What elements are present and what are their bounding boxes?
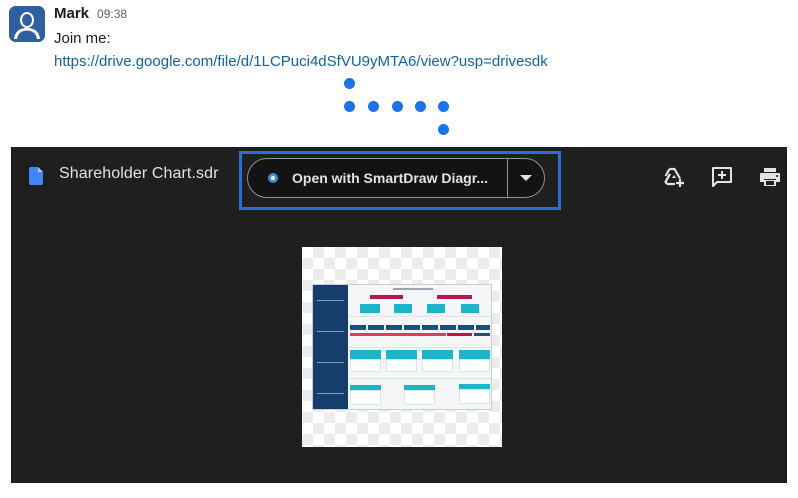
overlay-dot bbox=[392, 101, 403, 112]
message-text: Join me: bbox=[54, 30, 111, 47]
add-comment-icon[interactable] bbox=[710, 165, 734, 189]
open-with-split-button: Open with SmartDraw Diagr... bbox=[247, 158, 545, 198]
overlay-dot bbox=[368, 101, 379, 112]
smartdraw-app-icon bbox=[268, 173, 278, 183]
focus-highlight bbox=[239, 151, 561, 210]
add-to-drive-icon[interactable] bbox=[662, 165, 686, 189]
overlay-dot bbox=[344, 101, 355, 112]
overlay-dot bbox=[344, 78, 355, 89]
overlay-dot bbox=[415, 101, 426, 112]
avatar[interactable] bbox=[9, 6, 45, 42]
message-timestamp[interactable]: 09:38 bbox=[97, 7, 128, 21]
overlay-dot bbox=[438, 101, 449, 112]
diagram-row-labels bbox=[313, 285, 348, 409]
caret-down-icon bbox=[520, 175, 532, 181]
drive-file-viewer: Shareholder Chart.sdr Open with SmartDra… bbox=[11, 147, 787, 483]
print-icon[interactable] bbox=[758, 165, 782, 189]
message-header: Mark 09:38 bbox=[54, 5, 127, 25]
file-preview-thumbnail[interactable] bbox=[302, 247, 502, 447]
document-icon bbox=[29, 167, 43, 185]
overlay-dot bbox=[438, 124, 449, 135]
open-with-label: Open with SmartDraw Diagr... bbox=[292, 170, 489, 186]
open-with-button[interactable]: Open with SmartDraw Diagr... bbox=[248, 159, 507, 197]
user-silhouette-icon bbox=[9, 6, 45, 42]
drive-link[interactable]: https://drive.google.com/file/d/1LCPuci4… bbox=[54, 53, 548, 70]
shareholder-chart-diagram bbox=[312, 284, 492, 410]
file-name: Shareholder Chart.sdr bbox=[59, 165, 219, 182]
message-author[interactable]: Mark bbox=[54, 5, 90, 22]
open-with-dropdown-button[interactable] bbox=[508, 159, 544, 197]
divider bbox=[507, 159, 508, 197]
